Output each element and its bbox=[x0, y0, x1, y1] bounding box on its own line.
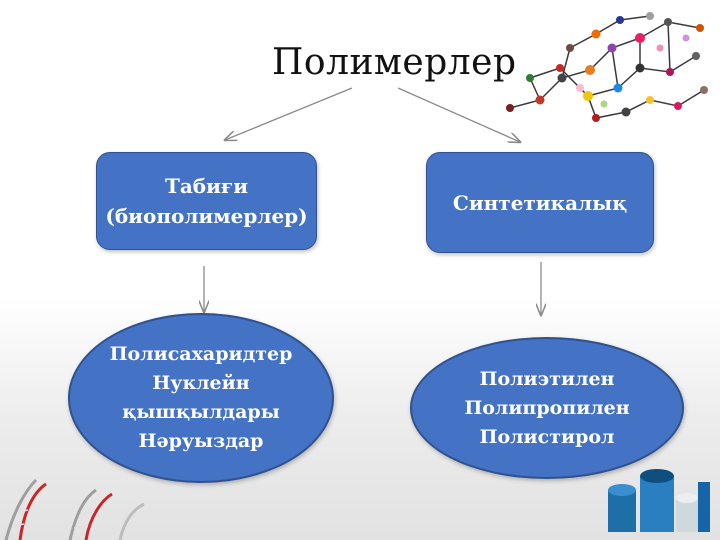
natural-box-line-2: (биополимерлер) bbox=[105, 204, 308, 228]
list-item: Полипропилен bbox=[464, 396, 630, 419]
list-item: Нуклейн bbox=[152, 372, 250, 394]
list-item: Полиэтилен bbox=[479, 367, 615, 390]
list-item: қышқылдары bbox=[122, 401, 280, 423]
arrow-title-to-natural bbox=[225, 87, 353, 140]
arrow-title-to-synthetic bbox=[397, 87, 520, 142]
plastic-pipes-image bbox=[608, 469, 710, 532]
synthetic-box-label: Синтетикалық bbox=[452, 190, 628, 215]
list-item: Полисахаридтер bbox=[109, 343, 293, 365]
synthetic-polymers-box: Синтетикалық bbox=[426, 152, 654, 253]
natural-polymers-box: Табиғи (биополимерлер) bbox=[96, 152, 317, 250]
list-item: Нәруыздар bbox=[138, 430, 264, 452]
molecule-model-image bbox=[506, 12, 708, 122]
dna-helix-image bbox=[4, 478, 145, 540]
natural-examples-ellipse: Полисахаридтер Нуклейн қышқылдары Нәруыз… bbox=[68, 313, 334, 483]
synthetic-examples-ellipse: Полиэтилен Полипропилен Полистирол bbox=[410, 337, 684, 479]
natural-box-line-1: Табиғи bbox=[164, 174, 249, 198]
list-item: Полистирол bbox=[479, 425, 615, 448]
page-title: Полимерлер bbox=[272, 42, 517, 83]
